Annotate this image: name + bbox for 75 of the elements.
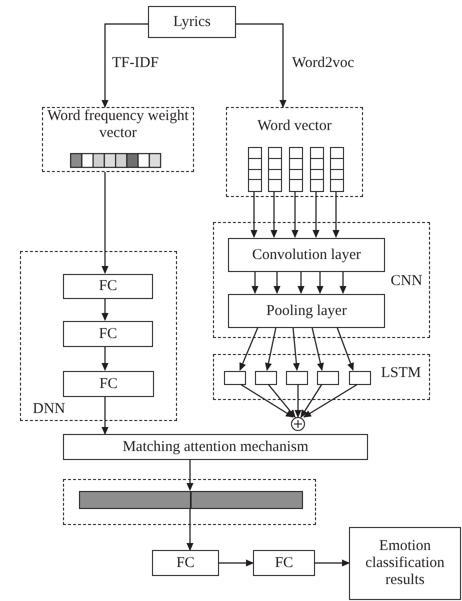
layer-label: FC [99,376,118,392]
arrow [270,191,278,238]
group-label: DNN [32,401,66,418]
arrow [186,508,194,551]
layer-box [253,550,315,576]
arrow [332,191,340,238]
arrow [311,326,324,371]
vector-bar [310,147,324,192]
arrow [340,271,346,294]
layer-box [228,238,385,272]
vector-bar [79,491,303,509]
arrow [294,384,302,418]
group-label: Word frequency weight vector [46,108,190,142]
arrow [292,191,298,238]
arrow [315,560,350,566]
layer-box [349,527,461,600]
arrow [274,271,280,294]
layer-box [63,321,153,347]
layer-box [63,371,154,397]
arrow [298,271,304,294]
arrow [102,172,108,274]
layer-box [152,550,219,576]
arrow [186,460,194,491]
group-label: LSTM [380,365,422,382]
layer-label: FC [176,554,195,572]
dashed-group-box [63,479,316,525]
arrow [252,271,258,294]
vector-bar [248,147,262,192]
edge-label: Word2voc [292,55,354,72]
layer-label: FC [98,278,118,295]
arrow [268,384,296,418]
arrow [102,23,148,108]
dashed-group-box [213,354,430,400]
layer-label: Pooling layer [266,302,347,320]
dashed-group-box [226,107,363,197]
arrow [303,383,358,418]
lstm-cell [317,371,339,385]
layer-label: FC [98,326,118,342]
arrow [292,326,300,371]
arrow [250,191,258,238]
layer-label: FC [274,554,294,572]
arrow [300,384,322,418]
arrow [265,326,277,371]
layer-box [63,434,368,460]
vector-bar [289,147,303,192]
lstm-cell [286,371,308,385]
vector-bar [330,147,344,192]
layer-box [148,6,236,38]
layer-label: Convolution layer [252,246,361,264]
layer-box [228,294,385,328]
group-label: CNN [390,273,424,290]
arrow [102,346,108,371]
layer-box [63,274,153,299]
dashed-group-box [42,107,194,172]
layer-label: Lyrics [173,14,211,30]
group-label: Word vector [256,118,333,135]
lstm-cell [224,371,246,385]
layer-label: Matching attention mechanism [122,438,308,456]
arrow [316,271,324,294]
arrow [102,396,108,435]
lstm-cell [349,371,371,385]
layer-label: Emotion classification results [364,538,446,589]
dashed-group-box [20,251,177,421]
arrow [236,23,286,108]
arrow [336,326,354,371]
vector-bar [268,147,282,192]
lstm-cell [255,371,277,385]
arrow [219,560,254,566]
sum-circle [291,417,305,431]
arrow [240,384,294,418]
arrow [312,191,320,238]
edge-label: TF-IDF [112,55,159,72]
dashed-group-box [213,222,430,338]
arrow [239,326,259,371]
arrow [102,298,108,321]
